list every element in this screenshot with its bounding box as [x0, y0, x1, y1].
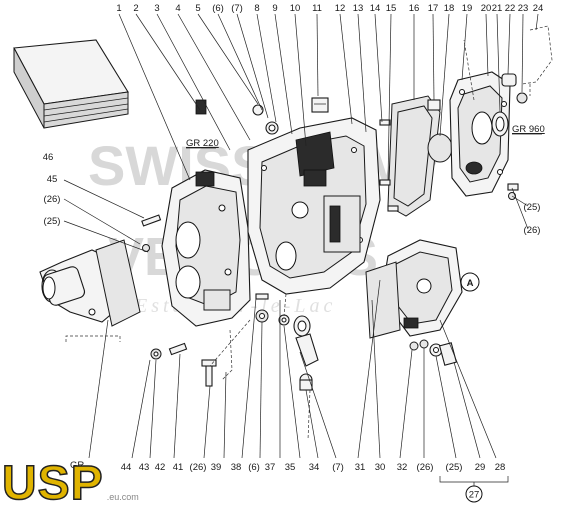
callout-top-13: 14 [370, 3, 381, 14]
transmission-case-front [161, 169, 251, 327]
group-27-circle [465, 485, 483, 503]
callout-bottom-3: 41 [173, 462, 184, 473]
part-6-washer [252, 104, 264, 116]
callout-26-right: (26) [524, 225, 541, 236]
callout-top-22: 23 [518, 3, 529, 14]
callout-top-14: 15 [386, 3, 397, 14]
callout-bottom-5: 39 [211, 462, 222, 473]
bearing-cover [39, 249, 129, 323]
rear-cover [449, 71, 511, 197]
small-hardware [141, 99, 519, 391]
part-32-gasket [365, 261, 401, 339]
part-18-oring [427, 133, 453, 163]
group-27-label: 27 [469, 490, 480, 501]
callout-bottom-7: (6) [248, 462, 260, 473]
callouts-bottom: 44 43 42 41 (26) 39 38 (6) 37 35 34 (7) 31 30 32 (26) (2… [121, 462, 506, 473]
callout-45: 45 [47, 174, 58, 185]
callout-top-6: (7) [231, 3, 243, 14]
callout-bottom-16: (25) [446, 462, 463, 473]
bracket-left [65, 335, 121, 342]
logo-text: USP [1, 457, 104, 510]
callout-top-21: 22 [505, 3, 516, 14]
usp-logo: USP .eu.com [1, 452, 139, 510]
callout-top-11: 12 [335, 3, 346, 14]
part-22-cap [501, 73, 517, 87]
callout-top-12: 13 [353, 3, 364, 14]
callout-26-left: (26) [44, 194, 61, 205]
guide-lines [209, 39, 531, 441]
callout-bottom-2: 42 [155, 462, 166, 473]
ref-gr220: GR 220 [186, 138, 219, 149]
shift-housing [383, 239, 463, 337]
callout-bottom-9: 35 [285, 462, 296, 473]
callout-25-left: (25) [44, 216, 61, 227]
callout-top-1: 2 [133, 3, 138, 14]
callout-top-20: 21 [492, 3, 503, 14]
callout-bottom-15: (26) [417, 462, 434, 473]
callout-top-18: 19 [462, 3, 473, 14]
gearbox-housing [247, 97, 381, 295]
callout-bottom-14: 32 [397, 462, 408, 473]
callout-bottom-18: 28 [495, 462, 506, 473]
ref-gr960: GR 960 [512, 124, 545, 135]
callout-top-0: 1 [116, 3, 121, 14]
callout-bottom-4: (26) [190, 462, 207, 473]
leader-lines [63, 13, 539, 459]
callout-top-4: 5 [195, 3, 200, 14]
part-5-breather [195, 99, 207, 115]
callout-bottom-11: (7) [332, 462, 344, 473]
part-23-nut [516, 92, 528, 104]
callout-top-8: 9 [272, 3, 277, 14]
callout-top-15: 16 [409, 3, 420, 14]
callout-46: 46 [43, 152, 54, 163]
callout-top-7: 8 [254, 3, 259, 14]
callout-bottom-8: 37 [265, 462, 276, 473]
callout-top-3: 4 [175, 3, 180, 14]
callout-bottom-12: 31 [355, 462, 366, 473]
callout-top-9: 10 [290, 3, 301, 14]
cover-gasket [95, 239, 141, 327]
callout-25-right: (25) [524, 202, 541, 213]
bracket-group-27 [439, 476, 509, 483]
callout-bottom-0: 44 [121, 462, 132, 473]
logo-domain: .eu.com [106, 492, 139, 502]
callout-top-10: 11 [312, 3, 322, 14]
callout-top-17: 18 [444, 3, 455, 14]
callout-top-2: 3 [154, 3, 159, 14]
callout-a-label: A [467, 278, 474, 289]
callout-top-19: 20 [481, 3, 492, 14]
callout-top-16: 17 [428, 3, 439, 14]
callout-bottom-17: 29 [475, 462, 486, 473]
ref-gr-bottom: GR ... [70, 460, 95, 471]
part-11-label-plate [311, 97, 329, 113]
callout-bottom-1: 43 [139, 462, 150, 473]
part-24-dashed [521, 25, 553, 85]
callout-bottom-10: 34 [309, 462, 320, 473]
callout-a-circle [460, 272, 480, 292]
callout-top-23: 24 [533, 3, 544, 14]
callout-bottom-6: 38 [231, 462, 242, 473]
part-46-manual [13, 39, 129, 129]
part-17-plug [427, 99, 441, 111]
callout-bottom-13: 30 [375, 462, 386, 473]
callout-top-5: (6) [212, 3, 224, 14]
